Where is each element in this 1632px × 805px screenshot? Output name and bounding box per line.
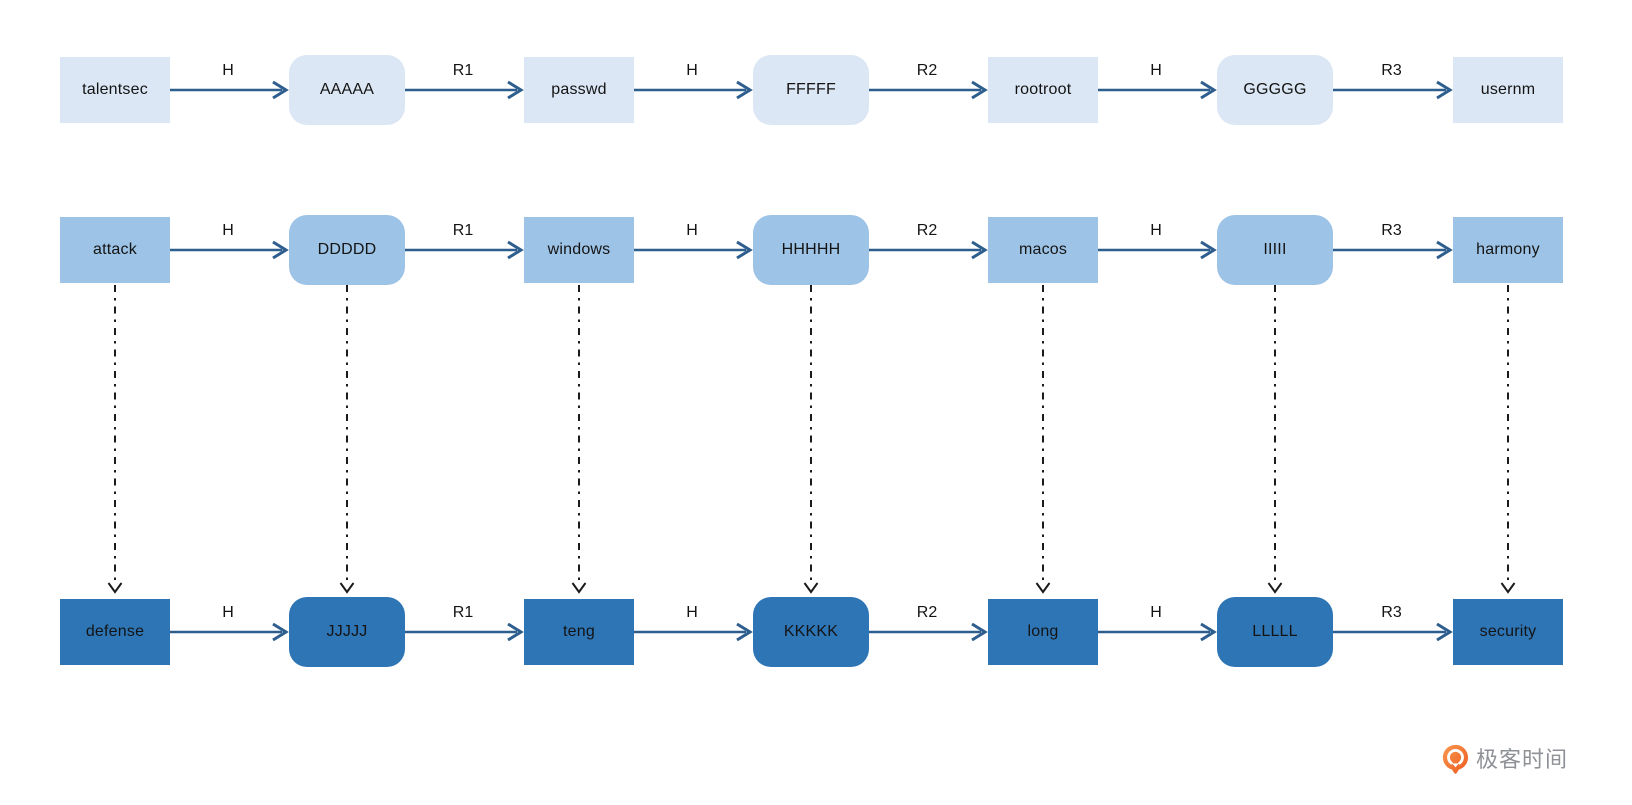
edge-label: H (222, 222, 234, 239)
edge-label: R1 (452, 62, 474, 79)
node-label: KKKKK (783, 623, 839, 640)
edge-label: R1 (452, 604, 474, 621)
node-security: security (1453, 599, 1563, 665)
node-teng: teng (524, 599, 634, 665)
geektime-logo: 极客时间 (1442, 744, 1568, 775)
node-label: FFFFF (786, 81, 836, 98)
down-arrowhead-icon (803, 582, 819, 594)
edge-label: R1 (452, 222, 474, 239)
node-label: LLLLL (1252, 623, 1298, 640)
node-defense: defense (60, 599, 170, 665)
node-label: security (1479, 623, 1537, 640)
edge-label: H (686, 604, 698, 621)
arrowhead-icon (736, 622, 753, 642)
node-label: JJJJJ (326, 623, 368, 640)
node-lllll: LLLLL (1217, 597, 1333, 667)
node-label: macos (1018, 241, 1068, 258)
arrowhead-icon (971, 240, 988, 260)
node-label: passwd (551, 81, 607, 98)
node-label: teng (563, 623, 595, 640)
arrowhead-icon (272, 622, 289, 642)
edge-label: H (1150, 222, 1162, 239)
geektime-pin-icon (1442, 744, 1468, 774)
node-aaaaa: AAAAA (289, 55, 405, 125)
edge-label: R3 (1381, 222, 1402, 239)
arrowhead-icon (736, 240, 753, 260)
arrowhead-icon (507, 80, 524, 100)
edge-label: R2 (916, 222, 938, 239)
node-jjjjj: JJJJJ (289, 597, 405, 667)
arrowhead-icon (507, 622, 524, 642)
node-label: GGGGG (1243, 81, 1307, 98)
down-arrowhead-icon (1267, 582, 1283, 594)
node-windows: windows (524, 217, 634, 283)
node-ddddd: DDDDD (289, 215, 405, 285)
node-label: HHHHH (781, 241, 841, 258)
node-label: defense (85, 623, 145, 640)
node-label: DDDDD (317, 241, 377, 258)
edge-label: H (222, 604, 234, 621)
arrowhead-icon (736, 80, 753, 100)
node-ggggg: GGGGG (1217, 55, 1333, 125)
geektime-logo-text: 极客时间 (1475, 746, 1568, 772)
arrowhead-icon (272, 240, 289, 260)
edge-label: H (686, 62, 698, 79)
node-label: AAAAA (319, 81, 375, 98)
arrowhead-icon (272, 80, 289, 100)
down-arrowhead-icon (1500, 582, 1516, 594)
arrowhead-icon (1200, 622, 1217, 642)
down-arrowhead-icon (107, 582, 123, 594)
node-passwd: passwd (524, 57, 634, 123)
arrowhead-icon (1436, 80, 1453, 100)
node-talentsec: talentsec (60, 57, 170, 123)
edge-label: R3 (1381, 62, 1402, 79)
edge-label: H (1150, 62, 1162, 79)
edge-label: H (1150, 604, 1162, 621)
arrowhead-icon (507, 240, 524, 260)
node-label: windows (547, 241, 611, 258)
node-label: talentsec (82, 81, 148, 98)
node-rootroot: rootroot (988, 57, 1098, 123)
node-long: long (988, 599, 1098, 665)
edge-label: H (686, 222, 698, 239)
edge-label: R2 (916, 62, 938, 79)
node-label: harmony (1476, 241, 1540, 258)
node-label: attack (93, 241, 137, 258)
node-harmony: harmony (1453, 217, 1563, 283)
node-label: long (1027, 623, 1059, 640)
node-usernm: usernm (1453, 57, 1563, 123)
down-arrowhead-icon (1035, 582, 1051, 594)
edge-label: R2 (916, 604, 938, 621)
arrowhead-icon (1436, 622, 1453, 642)
node-label: IIIII (1263, 241, 1287, 258)
arrowhead-icon (1200, 80, 1217, 100)
edge-label: H (222, 62, 234, 79)
node-label: rootroot (1014, 81, 1072, 98)
node-attack: attack (60, 217, 170, 283)
arrowhead-icon (1200, 240, 1217, 260)
arrowhead-icon (1436, 240, 1453, 260)
node-fffff: FFFFF (753, 55, 869, 125)
arrowhead-icon (971, 80, 988, 100)
node-hhhhh: HHHHH (753, 215, 869, 285)
down-arrowhead-icon (571, 582, 587, 594)
edge-label: R3 (1381, 604, 1402, 621)
node-kkkkk: KKKKK (753, 597, 869, 667)
node-macos: macos (988, 217, 1098, 283)
node-iiiii: IIIII (1217, 215, 1333, 285)
arrowhead-icon (971, 622, 988, 642)
down-arrowhead-icon (339, 582, 355, 594)
node-label: usernm (1480, 81, 1536, 98)
